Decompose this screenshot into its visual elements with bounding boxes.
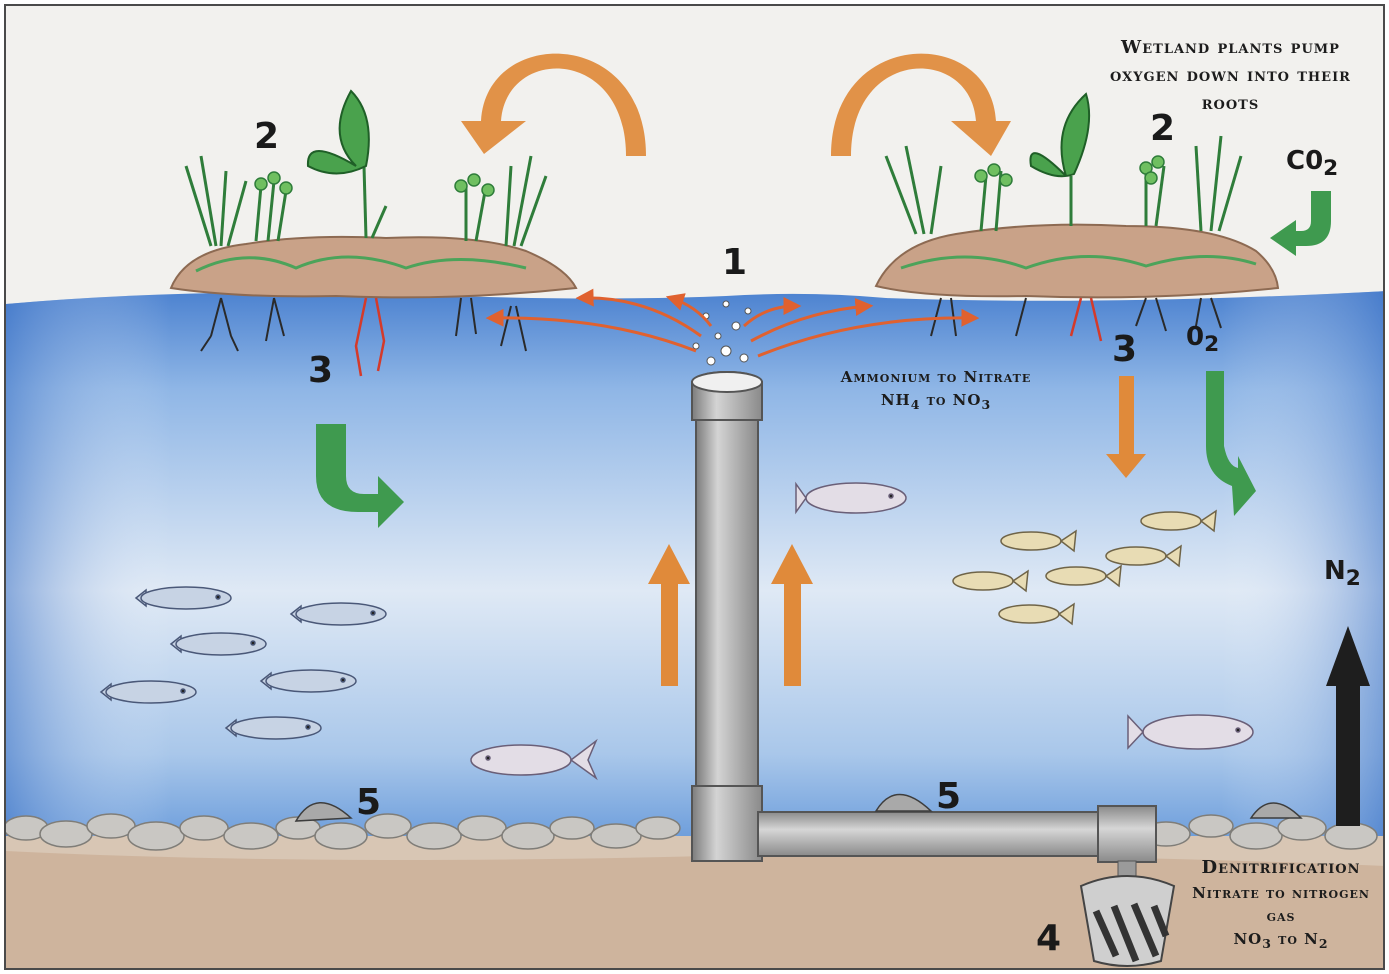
label-1: 1 xyxy=(722,242,747,283)
wetland-caption-line3: roots xyxy=(1074,90,1385,118)
vertical-pipe xyxy=(696,382,758,842)
horizontal-pipe xyxy=(758,812,1103,856)
denit-formula: NO3 to N2 xyxy=(1176,928,1385,953)
denit-line2: gas xyxy=(1176,905,1385,928)
diagram-frame: 1 2 2 3 3 4 5 5 Wetland plants pump oxyg… xyxy=(4,4,1385,970)
label-5-left: 5 xyxy=(356,782,381,823)
denitrification-caption: Denitrification Nitrate to nitrogen gas … xyxy=(1176,854,1385,954)
co2-label: C02 xyxy=(1286,146,1338,181)
denit-title: Denitrification xyxy=(1176,854,1385,882)
denit-line1: Nitrate to nitrogen xyxy=(1176,882,1385,905)
label-2-left: 2 xyxy=(254,116,279,157)
n2-label: N2 xyxy=(1324,556,1361,591)
label-3-right: 3 xyxy=(1112,329,1137,370)
label-4: 4 xyxy=(1036,918,1061,959)
label-3-left: 3 xyxy=(308,350,333,391)
ammonium-caption: Ammonium to Nitrate NH4 to NO3 xyxy=(816,366,1056,415)
wetland-caption: Wetland plants pump oxygen down into the… xyxy=(1074,34,1385,118)
label-5-right: 5 xyxy=(936,776,961,817)
o2-label: 02 xyxy=(1186,322,1219,357)
ammonium-formula: NH4 to NO3 xyxy=(816,389,1056,414)
wetland-caption-line1: Wetland plants pump xyxy=(1074,34,1385,62)
wetland-caption-line2: oxygen down into their xyxy=(1074,62,1385,90)
ammonium-title: Ammonium to Nitrate xyxy=(816,366,1056,389)
scene-svg xyxy=(6,6,1385,970)
